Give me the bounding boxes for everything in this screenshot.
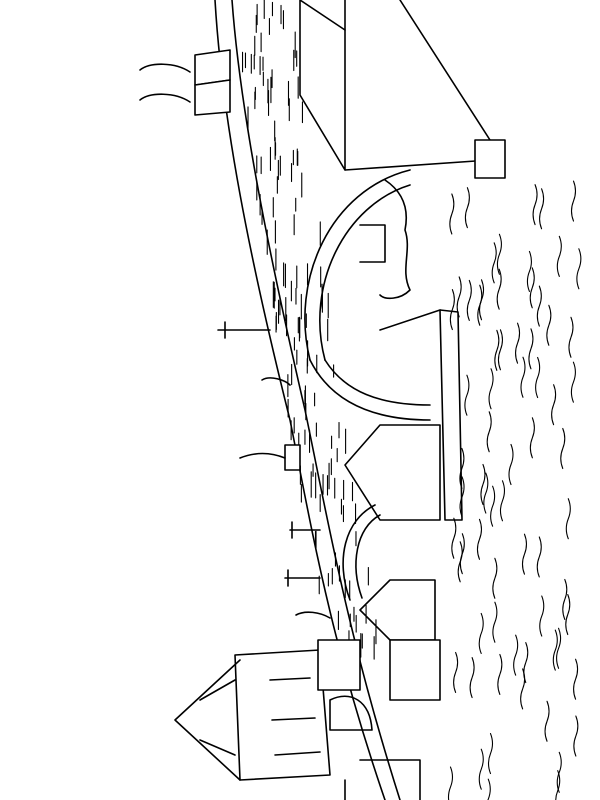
- river-waves: [447, 180, 582, 800]
- wave-line: [476, 518, 483, 560]
- wave-line: [576, 248, 582, 290]
- far-bank-trees: [359, 179, 411, 300]
- wave-line: [513, 634, 519, 676]
- wave-line: [478, 279, 485, 321]
- wave-line: [478, 748, 484, 790]
- wave-line: [521, 533, 528, 575]
- wave-line: [556, 751, 562, 793]
- wave-line: [565, 498, 571, 540]
- wave-line: [570, 361, 576, 403]
- wave-line: [480, 463, 486, 506]
- wave-line: [552, 629, 558, 671]
- wave-line: [492, 557, 498, 599]
- wave-line: [535, 356, 541, 399]
- wave-line: [496, 268, 502, 310]
- wave-line: [459, 447, 465, 489]
- wave-line: [490, 485, 496, 527]
- wave-line: [459, 476, 465, 518]
- wave-line: [520, 668, 526, 710]
- wave-line: [556, 235, 562, 277]
- wave-line: [526, 250, 532, 293]
- wave-line: [532, 184, 538, 226]
- wave-line: [556, 627, 562, 669]
- wave-line: [555, 770, 561, 800]
- wave-line: [453, 651, 459, 694]
- bridge-tower: [174, 639, 421, 800]
- wave-line: [515, 322, 521, 364]
- wave-line: [551, 384, 557, 426]
- wave-line: [487, 732, 494, 775]
- wave-line: [573, 658, 579, 700]
- wave-line: [536, 536, 542, 578]
- wave-line: [520, 356, 526, 398]
- wave-line: [464, 374, 470, 416]
- wave-line: [565, 593, 571, 636]
- wave-line: [508, 443, 514, 486]
- wave-line: [469, 657, 475, 699]
- wave-line: [499, 480, 506, 522]
- wave-line: [570, 180, 577, 222]
- wave-line: [447, 766, 454, 800]
- wave-line: [456, 276, 462, 318]
- wave-line: [560, 427, 566, 470]
- wave-line: [562, 578, 568, 621]
- wave-line: [478, 612, 484, 655]
- wave-line: [449, 289, 455, 331]
- wave-line: [466, 279, 472, 321]
- wave-line: [487, 778, 491, 800]
- wave-line: [539, 188, 545, 230]
- wave-line: [536, 285, 542, 327]
- wave-line: [494, 329, 500, 371]
- wave-line: [539, 595, 545, 637]
- wave-line: [492, 601, 498, 643]
- wave-line: [528, 328, 534, 370]
- wave-line: [491, 242, 497, 284]
- wave-line: [488, 368, 494, 410]
- wave-line: [449, 193, 455, 235]
- wave-line: [497, 653, 503, 696]
- wave-line: [544, 700, 550, 742]
- wave-line: [496, 233, 502, 275]
- wave-line: [457, 541, 463, 583]
- wave-line: [497, 329, 504, 371]
- wave-line: [529, 417, 535, 459]
- wave-line: [546, 304, 552, 346]
- masonry-bricks: [241, 0, 377, 660]
- bridge-masonry-wall: [299, 0, 506, 701]
- wave-line: [483, 472, 489, 514]
- wave-line: [451, 517, 457, 559]
- wave-line: [573, 715, 579, 757]
- wave-line: [529, 267, 535, 309]
- wave-line: [486, 411, 492, 453]
- statues-and-lamps: [139, 49, 331, 619]
- wave-line: [464, 187, 470, 229]
- wave-line: [568, 316, 574, 358]
